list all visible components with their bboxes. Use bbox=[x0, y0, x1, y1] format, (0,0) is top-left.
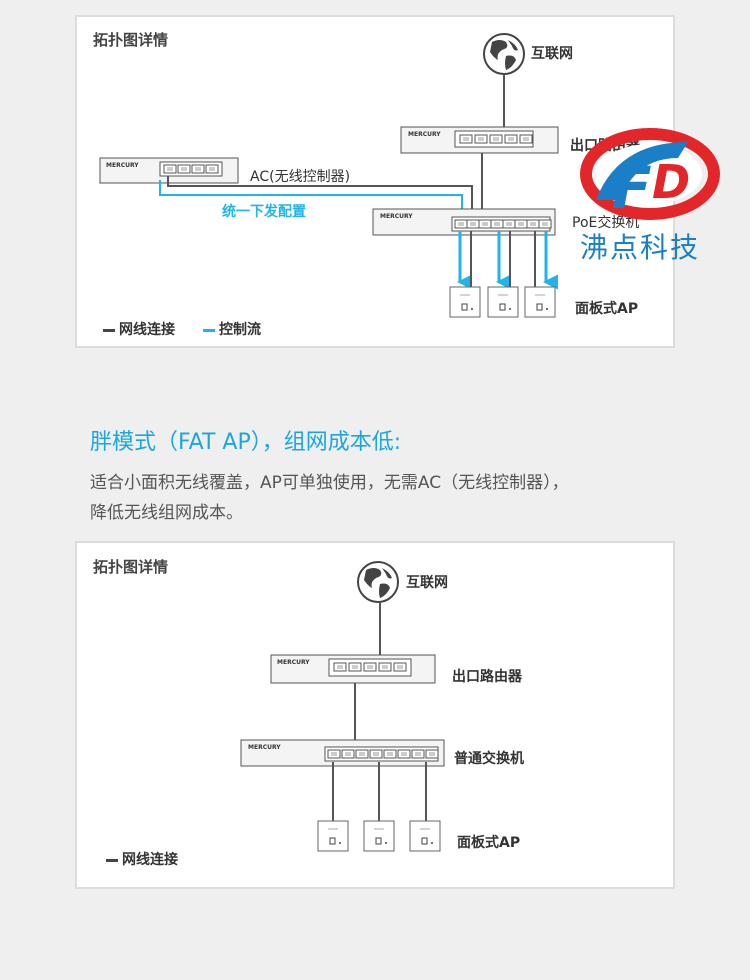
legend-cable: 网线连接 bbox=[103, 319, 175, 339]
legend-cable-label: 网线连接 bbox=[119, 322, 175, 338]
legend-cable: 网线连接 bbox=[106, 849, 178, 869]
legend-control-label: 控制流 bbox=[219, 322, 261, 338]
internet-label: 互联网 bbox=[406, 575, 448, 591]
watermark-company: 沸点科技 bbox=[580, 231, 701, 264]
legend-control: 控制流 bbox=[203, 319, 261, 339]
internet-globe-icon bbox=[483, 33, 525, 75]
legend-cable-label: 网线连接 bbox=[122, 852, 178, 868]
fat-ap-desc-line1: 适合小面积无线覆盖，AP可单独使用，无需AC（无线控制器）， bbox=[90, 473, 569, 493]
control-flow-line bbox=[159, 180, 463, 209]
panel-ap-device-icon bbox=[487, 286, 519, 318]
switch-device-icon: MERCURY bbox=[240, 739, 445, 767]
legend-control-swatch bbox=[203, 328, 215, 332]
poe-switch-label: PoE交换机 bbox=[572, 215, 640, 231]
fat-ap-heading: 胖模式（FAT AP），组网成本低: bbox=[90, 430, 402, 455]
panel-ap-label: 面板式AP bbox=[457, 835, 521, 851]
svg-text:MERCURY: MERCURY bbox=[408, 131, 441, 138]
svg-text:MERCURY: MERCURY bbox=[106, 162, 139, 169]
panel-ap-device-icon bbox=[524, 286, 556, 318]
internet-label: 互联网 bbox=[531, 46, 573, 62]
legend-cable-swatch bbox=[106, 858, 118, 862]
router-device-icon: MERCURY bbox=[270, 654, 436, 684]
svg-text:MERCURY: MERCURY bbox=[380, 213, 413, 220]
ac-label: AC(无线控制器) bbox=[250, 169, 351, 185]
panel-ap-device-icon bbox=[449, 286, 481, 318]
panel-ap-label: 面板式AP bbox=[575, 301, 639, 317]
panel-ap-device-icon bbox=[317, 820, 349, 852]
panel-title: 拓扑图详情 bbox=[93, 31, 169, 49]
fat-ap-desc-line2: 降低无线组网成本。 bbox=[90, 503, 243, 523]
panel-title: 拓扑图详情 bbox=[93, 558, 169, 576]
config-push-label: 统一下发配置 bbox=[222, 204, 306, 220]
legend-cable-swatch bbox=[103, 328, 115, 332]
svg-text:F: F bbox=[612, 154, 652, 222]
router-label: 出口路由器 bbox=[452, 669, 522, 685]
router-device-icon: MERCURY bbox=[400, 126, 559, 154]
panel-ap-device-icon bbox=[409, 820, 441, 852]
svg-text:D: D bbox=[652, 155, 690, 209]
svg-text:MERCURY: MERCURY bbox=[277, 659, 310, 666]
fd-logo-icon: F D bbox=[580, 128, 720, 222]
svg-text:MERCURY: MERCURY bbox=[248, 744, 281, 751]
panel-ap-device-icon bbox=[363, 820, 395, 852]
poe-switch-device-icon: MERCURY bbox=[372, 208, 556, 236]
internet-globe-icon bbox=[357, 561, 399, 603]
cable-line bbox=[167, 176, 473, 209]
switch-label: 普通交换机 bbox=[454, 751, 524, 767]
